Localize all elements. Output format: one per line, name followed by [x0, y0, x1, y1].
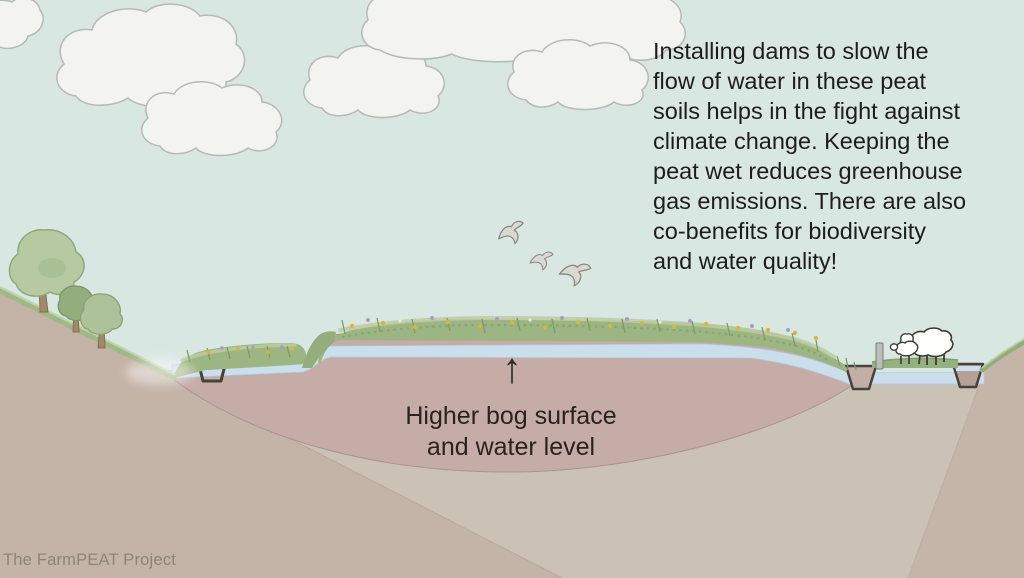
bog-vegetation-low	[174, 331, 336, 378]
cloud-icon	[141, 81, 283, 157]
trees	[8, 229, 124, 349]
tree-icon	[79, 293, 124, 349]
flowers-purple	[366, 316, 790, 332]
bog-vegetation-high	[318, 315, 857, 372]
annotation-line: Installing dams to slow the	[653, 38, 929, 64]
flowers-yellow	[349, 319, 819, 341]
annotation-line: gas emissions. There are also	[653, 188, 967, 214]
annotation-line: co-benefits for biodiversity	[653, 218, 926, 244]
cloud-icon	[0, 0, 44, 50]
dam-icon	[844, 364, 878, 391]
annotation-line: and water quality!	[653, 248, 838, 274]
peat-dome	[169, 333, 855, 473]
bog-surface-label: Higher bog surface and water level	[330, 401, 692, 463]
annotation-line: soils helps in the fight against	[653, 98, 960, 124]
channel-bank	[871, 357, 959, 368]
bog-label-line: and water level	[426, 433, 596, 461]
bog-label-line: Higher bog surface	[405, 402, 617, 430]
tree-icon	[57, 285, 96, 333]
up-arrow-icon: ↑	[502, 345, 522, 393]
fence-post-icon	[875, 342, 884, 370]
cloud-icon	[507, 39, 649, 111]
cloud-icon	[303, 45, 445, 119]
lamb-icon	[889, 340, 919, 364]
watermark: The FarmPEAT Project	[3, 551, 177, 569]
mist	[126, 359, 194, 385]
dam-icon	[951, 362, 985, 389]
clouds	[0, 0, 686, 157]
tree-icon	[8, 229, 85, 313]
annotation-line: flow of water in these peat	[653, 68, 927, 94]
annotation-text: Installing dams to slow the flow of wate…	[653, 36, 966, 276]
annotation-line: climate change. Keeping the	[653, 128, 950, 154]
annotation-line: peat wet reduces greenhouse	[653, 158, 963, 184]
